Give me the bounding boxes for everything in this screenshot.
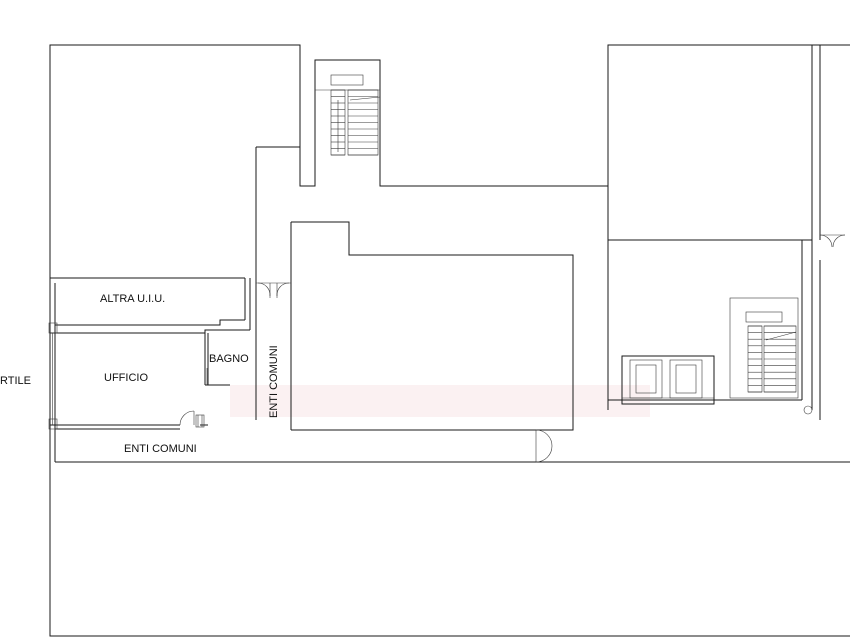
- room-labels: ALTRA U.I.U. UFFICIO BAGNO RTILE ENTI CO…: [0, 293, 280, 455]
- ufficio-room-walls: [48, 277, 251, 430]
- enti-comuni-vertical-label: ENTI COMUNI: [268, 345, 280, 418]
- right-block-walls: [607, 186, 846, 420]
- cortile-label: RTILE: [0, 375, 31, 387]
- corridor-walls: [255, 146, 574, 463]
- right-staircase: [729, 297, 799, 399]
- watermark: [230, 385, 650, 417]
- ufficio-label: UFFICIO: [104, 372, 148, 384]
- elevators: [621, 355, 715, 405]
- outer-walls: [49, 44, 850, 637]
- top-staircase: [315, 74, 381, 156]
- enti-comuni-bottom-label: ENTI COMUNI: [124, 443, 197, 455]
- altra-uiu-label: ALTRA U.I.U.: [100, 293, 165, 305]
- bagno-label: BAGNO: [209, 353, 249, 365]
